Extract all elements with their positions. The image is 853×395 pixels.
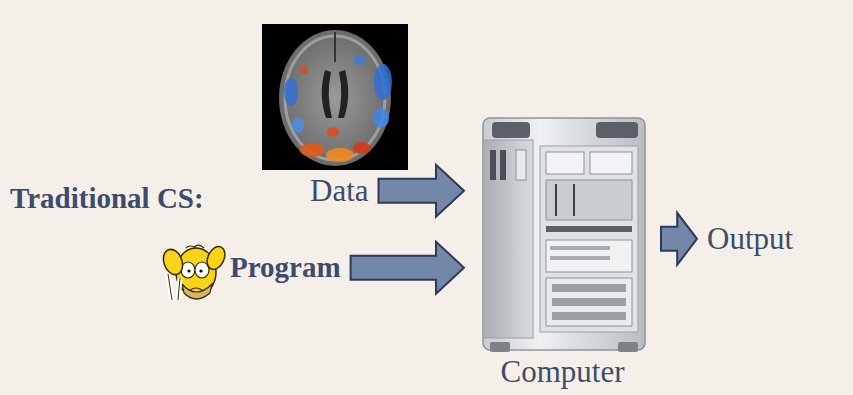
illustration-part: [546, 226, 632, 232]
illustration-part: [300, 143, 324, 157]
illustration-part: [187, 269, 190, 272]
illustration-part: [555, 184, 557, 216]
section-label: Traditional CS:: [10, 182, 204, 215]
illustration-part: [322, 70, 332, 118]
illustration-part: [354, 55, 366, 65]
illustration-part: [326, 148, 354, 162]
illustration-part: [500, 150, 506, 180]
illustration-part: [552, 284, 626, 292]
illustration-part: [373, 108, 389, 128]
illustration-part: [552, 298, 626, 306]
worried-man-icon: [160, 244, 228, 300]
illustration-part: [540, 146, 638, 332]
illustration-part: [204, 244, 229, 273]
illustration-part: [300, 66, 308, 74]
illustration-part: [483, 140, 533, 338]
illustration-part: [546, 180, 632, 220]
illustration-part: [338, 70, 348, 118]
illustration-part: [492, 122, 530, 138]
illustration-part: [374, 64, 392, 100]
illustration-part: [168, 274, 180, 300]
block-arrow: [351, 242, 464, 294]
illustration-part: [546, 278, 632, 326]
illustration-part: [353, 142, 371, 154]
computer-node: Computer: [470, 112, 655, 392]
block-arrow: [661, 213, 697, 265]
node-text: Program: [230, 251, 341, 284]
brain-scan: [262, 24, 408, 170]
program-node: Program: [226, 249, 345, 286]
illustration-part: [190, 288, 202, 290]
output-node: Output: [703, 219, 797, 259]
illustration-part: [334, 32, 336, 62]
illustration-part: [618, 342, 638, 352]
illustration-part: [483, 118, 645, 350]
illustration-part: [160, 247, 186, 278]
illustration-part: [262, 24, 408, 170]
illustration-part: [490, 342, 510, 352]
illustration-part: [573, 184, 575, 216]
node-text: Data: [310, 173, 369, 209]
illustration-part: [550, 246, 610, 250]
node-text: Computer: [501, 354, 625, 390]
illustration-part: [186, 245, 204, 248]
computer-tower: [483, 118, 645, 352]
node-text: Output: [707, 221, 793, 257]
illustration-part: [490, 150, 496, 180]
illustration-part: [590, 152, 632, 174]
illustration-part: [199, 269, 202, 272]
illustration-part: [552, 312, 626, 320]
illustration-part: [516, 150, 526, 180]
illustration-part: [550, 256, 610, 260]
illustration-part: [182, 284, 212, 299]
illustration-part: [168, 274, 180, 300]
illustration-part: [327, 127, 339, 137]
illustration-part: [596, 122, 638, 138]
illustration-part: [284, 78, 298, 106]
data-node: Data: [306, 171, 373, 211]
illustration-part: [292, 117, 304, 133]
illustration-part: [279, 30, 391, 166]
block-arrow: [379, 165, 464, 217]
illustration-part: [546, 240, 632, 272]
illustration-part: [546, 152, 584, 174]
